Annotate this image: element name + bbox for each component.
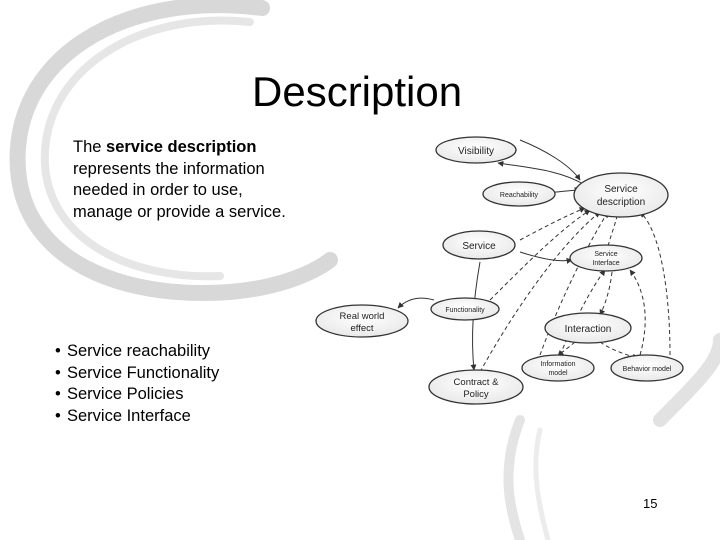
intro-suffix: represents the information needed in ord… [73, 159, 286, 221]
bullet-marker: • [55, 342, 61, 360]
edge-behavior-sd [639, 211, 671, 356]
bullet-text: Service reachability [67, 342, 211, 360]
node-behavior-model: Behavior model [610, 354, 684, 382]
intro-prefix: The [73, 138, 107, 156]
node-real-world-effect-label-1: Real world [340, 311, 385, 322]
node-real-world-effect-label-2: effect [350, 323, 373, 334]
edge-interface-interaction [599, 271, 613, 316]
node-functionality-label: Functionality [445, 307, 485, 314]
edge-func-realworld [397, 297, 435, 309]
bullet-marker: • [55, 385, 61, 403]
node-reachability: Reachability [482, 181, 556, 207]
bullet-text: Service Interface [67, 406, 191, 425]
bullet-list: • Service reachability • Service Functiona… [55, 341, 219, 427]
bullet-item: • Service Functionality [55, 363, 219, 385]
node-information-model-label-2: model [548, 370, 568, 377]
node-visibility-label: Visibility [458, 146, 494, 157]
bullet-marker: • [55, 406, 61, 425]
edge-interface-sd [607, 211, 620, 247]
bullet-item: • Service Policies [55, 384, 219, 406]
node-contract-policy-label-1: Contract & [454, 377, 500, 388]
bullet-item: • Service Interface [55, 406, 219, 428]
node-functionality: Functionality [430, 297, 500, 321]
edge-func-sd [489, 209, 591, 301]
node-real-world-effect: Real world effect [315, 304, 409, 338]
edge-service-sd [519, 207, 586, 241]
node-visibility: Visibility [435, 136, 517, 164]
edge-service-interface [519, 251, 573, 264]
node-contract-policy-label-2: Policy [463, 389, 489, 400]
service-description-diagram: Visibility Reachability Service descript… [315, 136, 684, 405]
edge-sd-visibility-top [519, 139, 581, 181]
edge-sd-visibility [497, 160, 586, 186]
node-information-model: Information model [521, 354, 595, 382]
node-contract-policy: Contract & Policy [428, 369, 524, 405]
node-behavior-model-label: Behavior model [623, 366, 672, 373]
node-service-label: Service [462, 241, 496, 252]
node-interaction-label: Interaction [565, 324, 612, 335]
bullet-text: Service Functionality [67, 363, 220, 382]
node-information-model-label-1: Information [540, 361, 575, 368]
edge-contract-sd [479, 211, 601, 373]
node-interaction: Interaction [544, 312, 632, 344]
intro-bold-term: service description [106, 138, 257, 156]
bullet-item: • Service reachability [55, 341, 219, 363]
node-service-description-label-1: Service [604, 184, 638, 195]
node-service-interface: Service Interface [569, 244, 643, 272]
node-service-description-label-2: description [597, 197, 645, 208]
edge-interaction-info [557, 341, 576, 357]
intro-paragraph: The service description represents the i… [73, 137, 288, 223]
page-number: 15 [643, 496, 658, 511]
bullet-marker: • [55, 363, 61, 382]
node-service-interface-label-1: Service [594, 251, 617, 258]
bullet-text: Service Policies [67, 385, 184, 403]
edge-behavior-interface [629, 269, 646, 356]
node-reachability-label: Reachability [500, 192, 539, 199]
slide-title: Description [252, 68, 463, 115]
node-service-description: Service description [573, 172, 669, 218]
node-service: Service [442, 230, 516, 260]
node-service-interface-label-2: Interface [592, 260, 619, 267]
diagram-edges-dashed [479, 207, 671, 373]
